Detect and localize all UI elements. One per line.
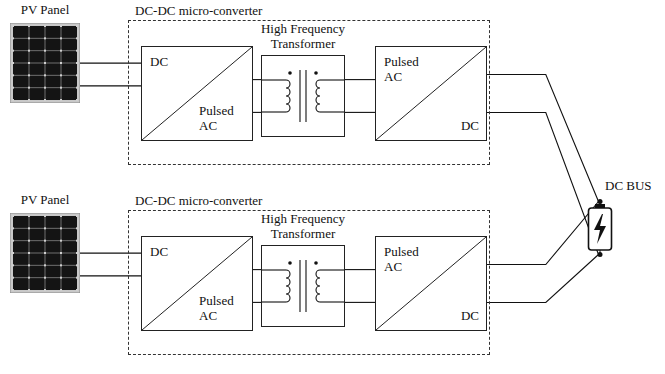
battery-symbol xyxy=(585,199,615,257)
wire-pair xyxy=(487,75,599,255)
wire-pair xyxy=(253,270,261,303)
wire xyxy=(345,79,375,80)
block-text: DC xyxy=(150,54,168,69)
micro-converter-group: DC Pulsed AC High Frequency TransformerPul… xyxy=(128,20,490,165)
block-text: DC xyxy=(150,244,168,259)
block-text: Pulsed AC xyxy=(199,103,245,133)
transformer-symbol xyxy=(261,55,345,137)
wire xyxy=(345,112,375,113)
block-text: Pulsed AC xyxy=(199,293,245,323)
wire xyxy=(253,112,261,113)
transformer-coils xyxy=(262,56,344,136)
wire-pair xyxy=(345,270,375,303)
converter-block: Pulsed AC DC xyxy=(375,236,487,331)
panel-label: PV Panel xyxy=(21,2,70,17)
block-text: DC xyxy=(461,118,479,133)
transformer-coils xyxy=(262,246,344,326)
solar-panel-image xyxy=(10,23,80,103)
transformer-symbol xyxy=(261,245,345,327)
wire xyxy=(253,269,261,270)
wire xyxy=(345,269,375,270)
pv-panel: PV Panel xyxy=(5,2,85,110)
wire xyxy=(80,253,141,254)
wire xyxy=(487,75,599,202)
wire xyxy=(487,113,599,255)
transformer-label: High Frequency Transformer xyxy=(251,21,355,51)
dc-bus-battery: DC BUS xyxy=(575,178,660,273)
wire-pair xyxy=(80,63,141,86)
block-text: Pulsed AC xyxy=(384,244,430,274)
micro-converter-group: DC Pulsed AC High Frequency TransformerPul… xyxy=(128,210,490,355)
wire xyxy=(80,85,141,86)
block-text: Pulsed AC xyxy=(384,54,430,84)
group-title: DC-DC micro-converter xyxy=(135,193,262,208)
wire-pair xyxy=(487,202,599,303)
wire xyxy=(80,275,141,276)
wire xyxy=(487,255,599,303)
converter-block: DC Pulsed AC xyxy=(141,46,253,141)
pv-panel: PV Panel xyxy=(5,192,85,300)
transformer-block: High Frequency Transformer xyxy=(251,21,355,139)
block-text: DC xyxy=(461,308,479,323)
transformer-label: High Frequency Transformer xyxy=(251,211,355,241)
converter-block: DC Pulsed AC xyxy=(141,236,253,331)
converter-block: Pulsed AC DC xyxy=(375,46,487,141)
solar-panel-image xyxy=(10,213,80,293)
group-title: DC-DC micro-converter xyxy=(135,3,262,18)
wire-pair xyxy=(253,80,261,113)
wire xyxy=(253,302,261,303)
wire xyxy=(345,302,375,303)
panel-label: PV Panel xyxy=(21,192,70,207)
bus-label: DC BUS xyxy=(605,178,660,193)
transformer-block: High Frequency Transformer xyxy=(251,211,355,329)
wire xyxy=(487,202,599,265)
wire xyxy=(80,63,141,64)
wire-pair xyxy=(345,80,375,113)
wire xyxy=(253,79,261,80)
wire-pair xyxy=(80,253,141,276)
